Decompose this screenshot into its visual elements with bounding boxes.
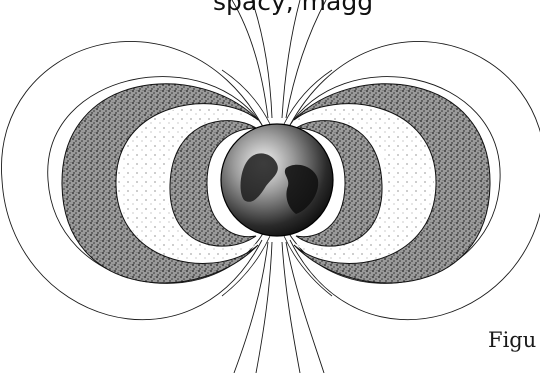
cropped-heading-text: spacy, magg xyxy=(213,0,373,14)
earth-globe xyxy=(221,124,333,236)
field-line-pole-7 xyxy=(282,242,300,373)
figure-caption-label: Figu xyxy=(488,330,536,351)
field-line-pole-1 xyxy=(232,0,268,118)
field-line-pole-5 xyxy=(234,242,268,373)
field-line-pole-3 xyxy=(282,0,300,118)
field-line-pole-6 xyxy=(256,242,272,373)
